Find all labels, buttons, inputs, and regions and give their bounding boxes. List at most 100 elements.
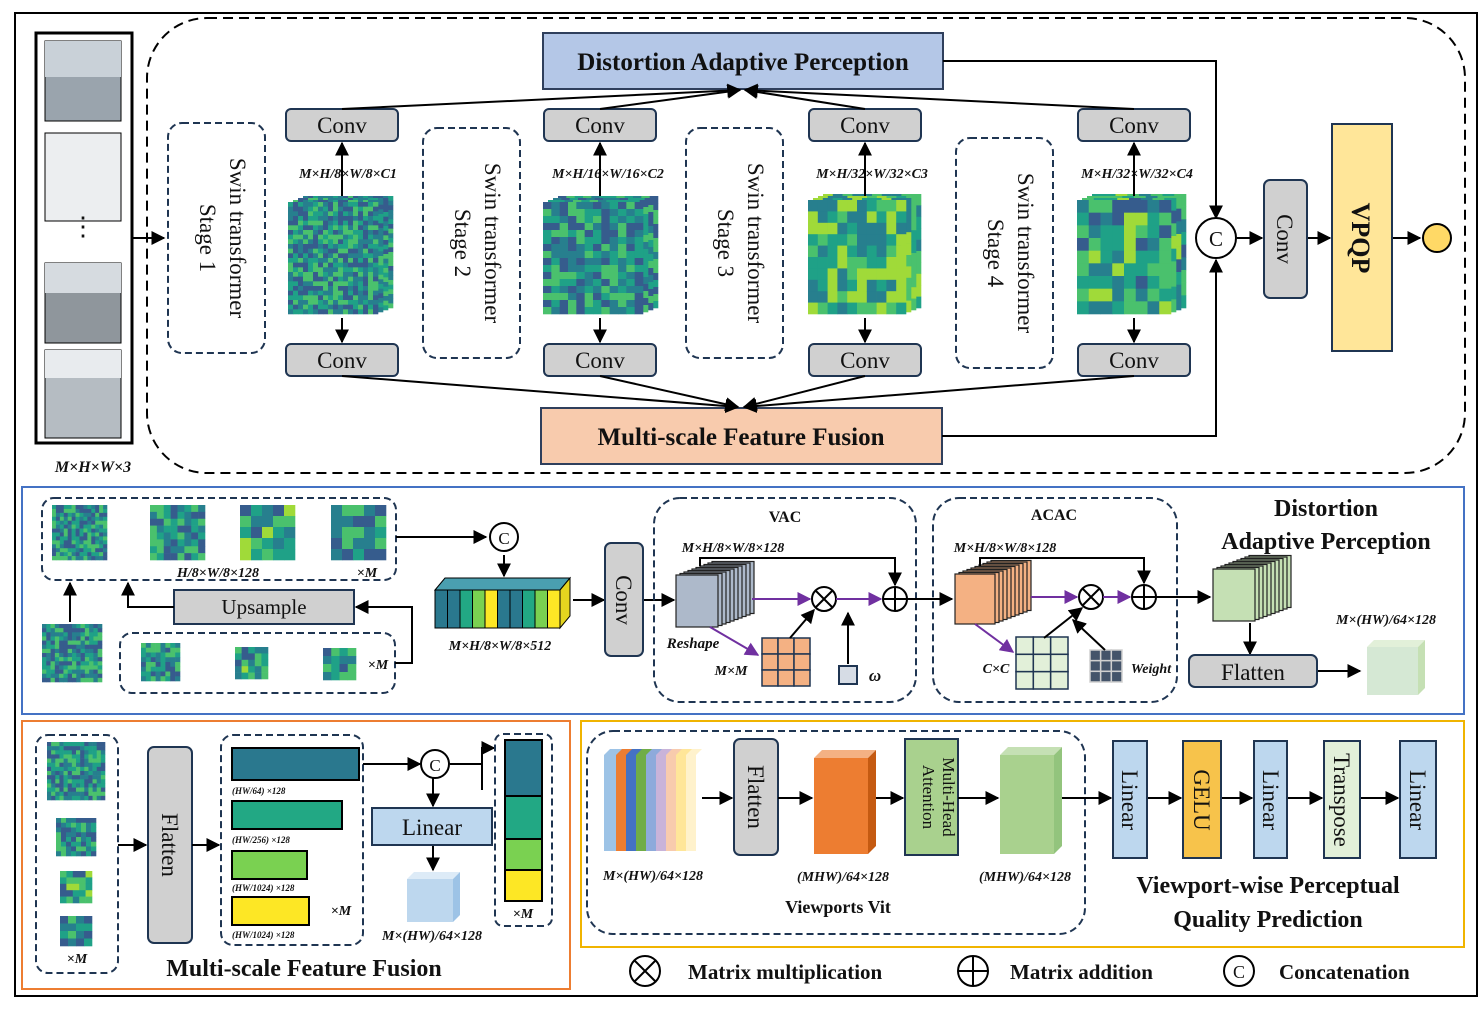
msff-output-cube [407, 872, 460, 922]
vac-mult-node [811, 586, 837, 612]
svg-text:Conv: Conv [1109, 348, 1159, 373]
acac-attention-matrix [1015, 636, 1069, 690]
stacked-seg-1 [504, 739, 543, 797]
vac-title: VAC [769, 509, 802, 526]
legend-mult: Matrix multiplication [629, 955, 883, 987]
feature-shape-3: M×H/32×W/32×C3 [815, 167, 928, 182]
svg-text:Linear: Linear [402, 815, 462, 840]
viewports-vit-label: Viewports Vit [785, 897, 891, 917]
svg-text:Conv: Conv [317, 348, 367, 373]
acac-weight-label: Weight [1131, 662, 1172, 677]
mha-box[interactable]: Multi-Head Attention [904, 738, 959, 856]
feature-map-stack-1 [288, 196, 394, 315]
flat-bar-3-label: (HW/1024) ×128 [232, 883, 295, 893]
vac-group [653, 497, 917, 703]
msff-times-m-1: ×M [67, 952, 88, 967]
conv-final[interactable]: Conv [1263, 179, 1308, 299]
vpqp-box[interactable]: VPQP [1331, 123, 1393, 352]
svg-text:Conv: Conv [840, 113, 890, 138]
conv-bottom-2[interactable]: Conv [543, 343, 657, 377]
viewports-vit-group [586, 730, 1086, 935]
svg-text:VPQP: VPQP [1346, 203, 1375, 274]
svg-text:Conv: Conv [575, 113, 625, 138]
vpqp-title-line2: Quality Prediction [1173, 907, 1363, 933]
vac-shape: M×H/8×W/8×128 [681, 541, 785, 556]
conv-top-3[interactable]: Conv [808, 108, 922, 142]
dap-detail-frame [21, 486, 1465, 715]
svg-text:C: C [1233, 962, 1245, 982]
svg-text:Linear: Linear [1405, 770, 1430, 830]
msff-arrows [118, 741, 496, 872]
msff-detail-frame [21, 720, 571, 990]
svg-text:Conv: Conv [840, 348, 890, 373]
svg-text:C: C [1209, 227, 1223, 251]
legend-concat-label: Concatenation [1279, 960, 1410, 984]
svg-text:Conv: Conv [1109, 113, 1159, 138]
gelu[interactable]: GELU [1182, 740, 1222, 859]
dap-box[interactable] [542, 32, 944, 90]
upsample-box[interactable]: Upsample [173, 589, 355, 625]
swin-stage-4-line2: Stage 4 [983, 219, 1008, 288]
linear-3[interactable]: Linear [1399, 740, 1437, 859]
flat-bar-1 [231, 747, 360, 781]
vit-token-shape: (MHW)/64×128 [797, 870, 889, 885]
swin-stage-2-line2: Stage 2 [450, 209, 475, 277]
flatten-dap[interactable]: Flatten [1188, 654, 1318, 688]
outer-frame [14, 12, 1478, 997]
concat-shape: M×H/8×W/8×512 [448, 639, 552, 654]
vac-add-node [882, 586, 908, 612]
swin-stage-2[interactable]: Swin transformer Stage 2 [422, 127, 521, 359]
feature-map-stack-2 [543, 196, 659, 315]
swin-stage-3-line2: Stage 3 [713, 209, 738, 277]
dap-title-line1: Distortion [1274, 496, 1378, 522]
dap-times-m-1: ×M [357, 566, 378, 581]
conv-top-1[interactable]: Conv [285, 108, 399, 142]
linear-1[interactable]: Linear [1112, 740, 1148, 859]
swin-stage-3[interactable]: Swin transformer Stage 3 [685, 127, 784, 359]
flat-bar-3 [231, 850, 308, 880]
svg-text:C: C [429, 756, 440, 775]
linear-2[interactable]: Linear [1253, 740, 1288, 859]
model-dashed-frame [146, 17, 1466, 474]
svg-text:Multi-Head: Multi-Head [939, 757, 958, 837]
feature-shape-4: M×H/32×W/32×C4 [1080, 167, 1193, 182]
conv-bottom-3[interactable]: Conv [808, 343, 922, 377]
msff-title: Multi-scale Feature Fusion [166, 956, 442, 982]
svg-text:Conv: Conv [1272, 214, 1297, 264]
dap-output-shape: M×(HW)/64×128 [1335, 613, 1436, 628]
msff-box[interactable] [540, 407, 943, 465]
stage1-feature-thumbnail [42, 624, 103, 683]
conv-dap[interactable]: Conv [604, 542, 644, 657]
vpqp-detail-frame [580, 720, 1465, 948]
transpose[interactable]: Transpose [1323, 740, 1361, 859]
stacked-seg-3 [504, 838, 543, 871]
flatten-msff[interactable]: Flatten [147, 746, 193, 944]
msff-times-m-3: ×M [513, 907, 534, 922]
dap-output-cube [1367, 640, 1425, 695]
swin-stage-1-line1: Swin transformer [225, 158, 250, 319]
swin-stage-4[interactable]: Swin transformer Stage 4 [955, 137, 1054, 369]
concat-node-msff: C [420, 749, 450, 779]
acac-feature-stack [954, 559, 1032, 625]
linear-msff[interactable]: Linear [371, 807, 493, 846]
flat-bar-2 [231, 800, 343, 830]
conv-bottom-4[interactable]: Conv [1077, 343, 1191, 377]
conv-top-4[interactable]: Conv [1077, 108, 1191, 142]
legend-mult-label: Matrix multiplication [688, 960, 883, 984]
conv-top-2[interactable]: Conv [543, 108, 657, 142]
swin-stage-1[interactable]: Swin transformer Stage 1 [167, 122, 266, 354]
feature-shape-1: M×H/8×W/8×C1 [298, 167, 397, 182]
svg-text:GELU: GELU [1189, 769, 1214, 831]
msff-output-shape: M×(HW)/64×128 [381, 929, 482, 944]
svg-text:C: C [498, 529, 509, 548]
acac-matrix-size: C×C [983, 662, 1010, 677]
svg-text:Conv: Conv [575, 348, 625, 373]
svg-text:Flatten: Flatten [743, 765, 768, 829]
dap-times-m-2: ×M [368, 658, 389, 673]
acac-mult-node [1078, 584, 1104, 610]
svg-text:Upsample: Upsample [221, 595, 306, 619]
input-shape-label: M×H×W×3 [54, 459, 131, 476]
flatten-vit[interactable]: Flatten [733, 738, 779, 856]
lower-scale-feature-thumbnails [141, 643, 357, 682]
conv-bottom-1[interactable]: Conv [285, 343, 399, 377]
